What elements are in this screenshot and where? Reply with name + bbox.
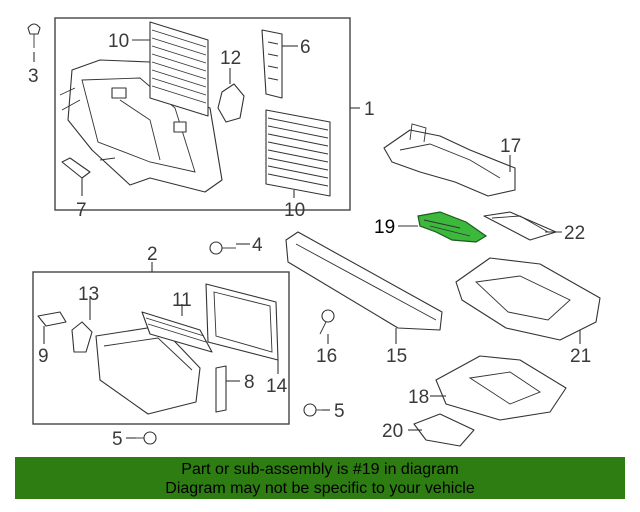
part-13-seal [71,321,93,353]
part-12-seal [217,83,245,123]
part-20-shield [413,413,475,447]
part-22-plate [483,211,557,241]
part-6-bracket [261,29,283,99]
callout-11: 11 [172,290,192,311]
callout-2: 2 [147,244,158,265]
callout-19: 19 [374,217,395,238]
part-8-bracket [215,365,227,413]
callout-7: 7 [76,200,87,221]
part-11-shutter [141,311,213,353]
part-17-bracket [383,123,516,197]
callout-8: 8 [244,372,255,393]
part-7-strip [61,157,91,179]
part-4-bolt [209,241,236,255]
part-10-shutter-upper [149,21,209,117]
part-3-clip [27,23,41,62]
callout-16: 16 [316,346,337,367]
banner-line-1: Part or sub-assembly is #19 in diagram [181,461,459,478]
callout-14: 14 [266,376,288,397]
callout-9: 9 [38,346,49,367]
callout-10-lower: 10 [284,200,305,221]
callout-18: 18 [408,387,429,408]
parts-diagram: 3 10 12 6 1 7 10 17 19 22 4 2 13 11 9 16… [27,17,601,450]
callout-12: 12 [220,48,241,69]
part-18-shield [435,355,567,421]
callout-21: 21 [570,346,591,367]
callout-5-lower: 5 [112,429,123,450]
callout-1: 1 [364,99,375,120]
part-1-radiator-support [59,59,223,193]
callout-5-right: 5 [334,401,345,422]
callout-3: 3 [28,66,39,87]
info-banner: Part or sub-assembly is #19 in diagram D… [15,457,625,499]
part-9-clip [37,311,67,327]
banner-line-2: Diagram may not be specific to your vehi… [165,480,475,497]
callout-4: 4 [252,235,263,256]
callout-20: 20 [382,421,403,442]
callout-13: 13 [78,284,99,305]
part-21-shield [455,257,601,341]
callout-6: 6 [300,37,311,58]
callout-22: 22 [564,223,585,244]
part-5-bolt-lower [136,431,157,445]
leader-lines [43,39,581,439]
callout-10-upper: 10 [108,31,129,52]
part-19-highlighted [417,211,488,243]
part-15-panel [285,231,443,331]
part-5-bolt-right [303,403,322,417]
callout-17: 17 [500,136,521,157]
callout-15: 15 [386,346,407,367]
part-16-bolt [319,309,335,335]
part-10-shutter-lower [265,109,331,197]
